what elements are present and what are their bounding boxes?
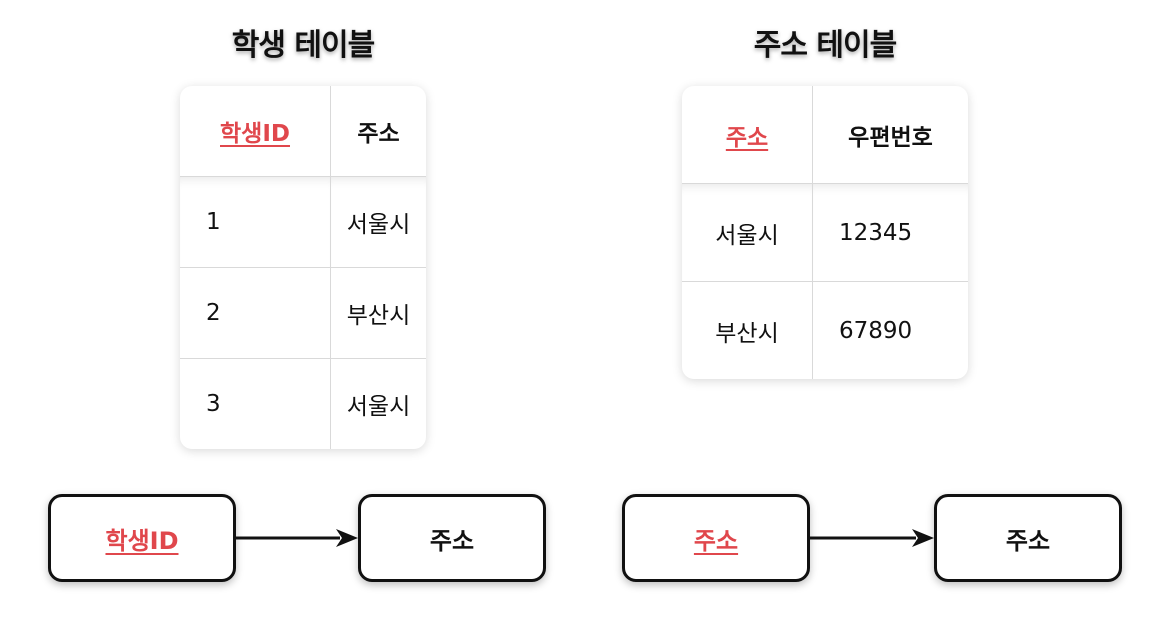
column-header-postal-code: 우편번호 (812, 86, 968, 184)
student-table-title: 학생 테이블 (231, 28, 375, 63)
table-cell: 3 (180, 358, 331, 449)
dependency-arrow (236, 529, 358, 547)
table-cell: 67890 (812, 281, 968, 379)
column-header-student-id: 학생ID (180, 86, 331, 177)
table-cell: 부산시 (330, 267, 426, 359)
address-table-title: 주소 테이블 (753, 28, 897, 63)
table-row: 3 서울시 (180, 358, 426, 449)
table-cell: 서울시 (330, 176, 426, 268)
table-row: 2 부산시 (180, 267, 426, 359)
column-header-address: 주소 (330, 86, 426, 177)
table-header-row: 주소 우편번호 (682, 86, 968, 184)
table-cell: 부산시 (682, 281, 813, 379)
address-table: 주소 우편번호 서울시 12345 부산시 67890 (682, 86, 968, 379)
column-header-address: 주소 (682, 86, 813, 184)
table-row: 1 서울시 (180, 176, 426, 268)
table-cell: 12345 (812, 183, 968, 282)
table-cell: 서울시 (682, 183, 813, 282)
dependency-target-box: 주소 (934, 494, 1122, 582)
table-row: 부산시 67890 (682, 281, 968, 379)
table-cell: 서울시 (330, 358, 426, 449)
dependency-target-label: 주소 (1005, 526, 1051, 555)
dependency-target-box: 주소 (358, 494, 546, 582)
dependency-target-label: 주소 (429, 526, 475, 555)
dependency-source-label: 주소 (693, 526, 739, 555)
dependency-source-box: 학생ID (48, 494, 236, 582)
table-header-row: 학생ID 주소 (180, 86, 426, 177)
dependency-arrow (810, 529, 934, 547)
student-table: 학생ID 주소 1 서울시 2 부산시 3 서울시 (180, 86, 426, 449)
dependency-source-box: 주소 (622, 494, 810, 582)
dependency-source-label: 학생ID (105, 526, 179, 555)
table-cell: 1 (180, 176, 331, 268)
table-row: 서울시 12345 (682, 183, 968, 282)
table-cell: 2 (180, 267, 331, 359)
